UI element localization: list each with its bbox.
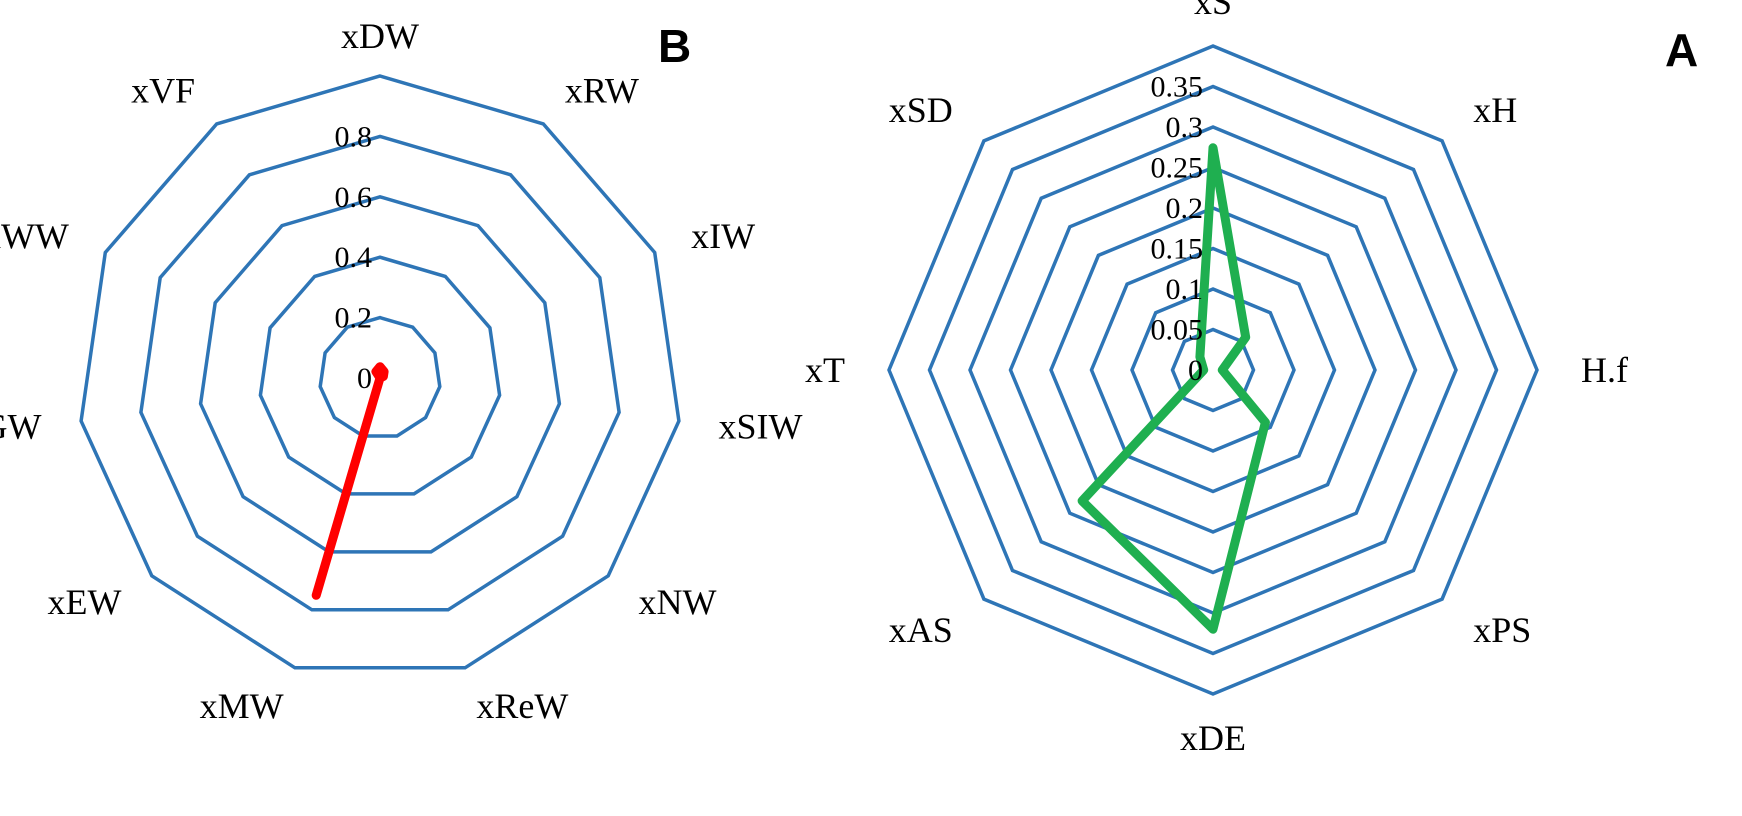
radar-chart-b: 0 0.2 0.4 0.6 0.8 xDW xRW xIW xSIW xNW xReW xMW xEW… <box>0 16 803 726</box>
tick-label: 0.4 <box>335 241 373 274</box>
grid-ring <box>139 134 621 612</box>
radar-axis-labels-b: xDW xRW xIW xSIW xNW xReW xMW xEW xGW xWW xVF <box>0 16 803 726</box>
tick-label: 0.35 <box>1151 71 1204 104</box>
grid-ring <box>927 84 1499 656</box>
radar-series-b <box>311 362 389 600</box>
tick-label: 0.2 <box>1166 192 1204 225</box>
tick-label: 0 <box>1188 354 1203 387</box>
axis-label: xRW <box>565 70 639 110</box>
grid-ring <box>887 44 1539 696</box>
series-line <box>1077 143 1270 634</box>
tick-label: 0.8 <box>335 120 373 153</box>
panel-label-a: A <box>1665 24 1698 76</box>
axis-label: xMW <box>200 686 284 726</box>
tick-label: 0 <box>357 362 372 395</box>
series-line <box>311 362 389 600</box>
radar-axis-labels-a: xS xH H.f xPS xDE xAS xT xSD <box>805 0 1628 758</box>
grid-ring <box>1130 287 1296 453</box>
radar-chart-a: 0 0.05 0.1 0.15 0.2 0.25 0.3 0.35 xS xH H.f xPS xDE… <box>805 0 1698 758</box>
axis-label: xS <box>1194 0 1232 22</box>
axis-label: xEW <box>48 582 122 622</box>
axis-label: xWW <box>0 216 69 256</box>
grid-ring <box>198 194 562 554</box>
tick-label: 0.15 <box>1151 233 1204 266</box>
radar-grid-b <box>79 74 681 670</box>
grid-ring <box>1008 165 1418 575</box>
axis-label: xPS <box>1473 610 1531 650</box>
axis-label: xAS <box>889 610 953 650</box>
axis-label: xVF <box>131 70 195 110</box>
tick-label: 0.2 <box>335 302 373 335</box>
axis-label: xIW <box>691 216 755 256</box>
grid-ring <box>318 315 442 438</box>
tick-label: 0.3 <box>1166 111 1204 144</box>
axis-label: xSIW <box>719 407 803 447</box>
tick-label: 0.25 <box>1151 152 1204 185</box>
axis-label: H.f <box>1581 350 1628 390</box>
radar-series-a <box>1077 143 1270 634</box>
radar-tick-labels-a: 0 0.05 0.1 0.15 0.2 0.25 0.3 0.35 <box>1151 71 1204 388</box>
grid-ring <box>1170 327 1256 413</box>
axis-label: xDE <box>1180 718 1246 758</box>
axis-label: xSD <box>889 90 953 130</box>
panel-label-b: B <box>658 20 691 72</box>
axis-label: xH <box>1473 90 1517 130</box>
axis-label: xNW <box>639 582 717 622</box>
grid-ring <box>79 74 681 670</box>
axis-label: xGW <box>0 407 42 447</box>
axis-label: xT <box>805 350 845 390</box>
axis-label: xReW <box>476 686 568 726</box>
tick-label: 0.1 <box>1166 273 1204 306</box>
tick-label: 0.05 <box>1151 314 1204 347</box>
grid-ring <box>258 255 502 496</box>
radar-grid-a <box>887 44 1539 696</box>
grid-ring <box>1089 246 1337 494</box>
tick-label: 0.6 <box>335 181 373 214</box>
radar-tick-labels-b: 0 0.2 0.4 0.6 0.8 <box>335 120 373 395</box>
grid-ring <box>1049 206 1377 534</box>
axis-label: xDW <box>341 16 419 56</box>
